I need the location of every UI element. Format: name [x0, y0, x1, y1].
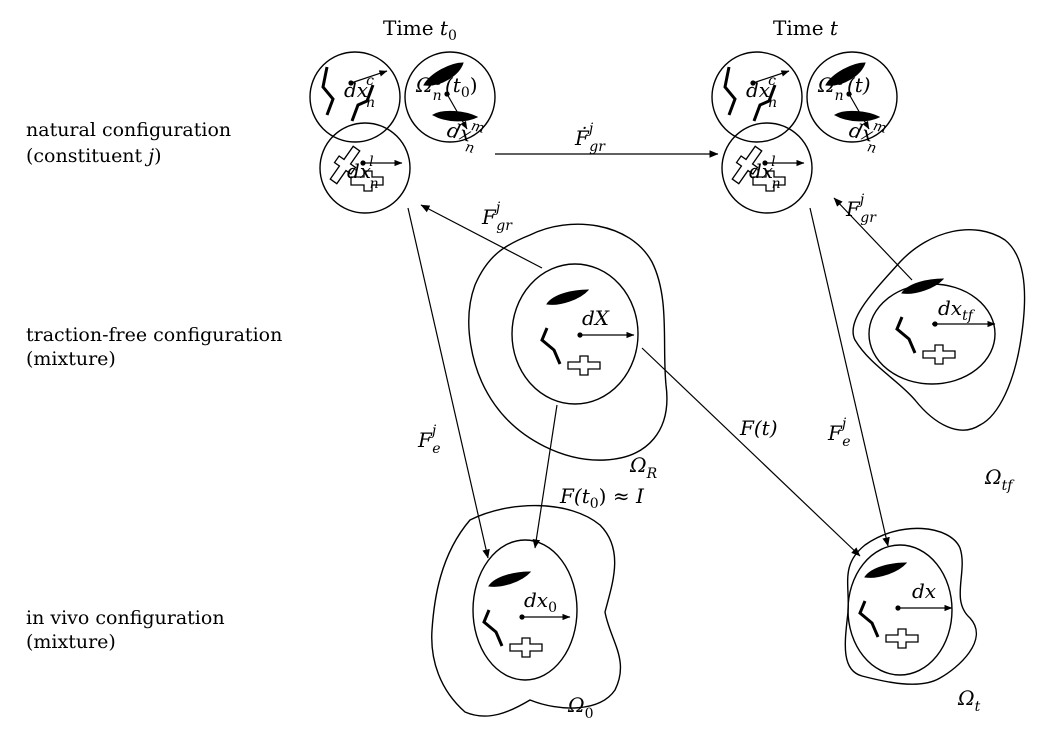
label-omega-t: Ωt: [957, 686, 981, 715]
label-dx-m-t0: dxmn: [443, 113, 487, 158]
invivo-tissue-t: [858, 561, 920, 650]
invivo-tissue-t0-circle: [472, 539, 578, 681]
tf-tissue-circle: [868, 283, 996, 385]
label-F-t: F(t): [739, 416, 778, 440]
svg-text:(mixture): (mixture): [26, 631, 116, 653]
arrow-F-t: [641, 347, 861, 557]
svg-text:(constituent j): (constituent j): [26, 145, 162, 167]
arrow-F-gr-t: [833, 197, 913, 281]
arrow-F-gr-t0: [420, 204, 543, 269]
header-time-t: Time t: [773, 16, 839, 40]
tf-tissue: [895, 277, 957, 366]
label-dX: dX: [582, 306, 610, 330]
omega-0-region: [431, 504, 622, 717]
svg-text:(mixture): (mixture): [26, 348, 116, 370]
reference-tissue-circle: [511, 263, 639, 405]
invivo-tissue-t0: [482, 570, 544, 659]
label-omega-n-t: Ωnj(t): [817, 70, 871, 104]
label-dx-m-t: dxmn: [845, 113, 889, 158]
label-omega-n-t0: Ωnj(t0): [415, 70, 478, 104]
svg-text:traction-free configuration: traction-free configuration: [26, 324, 282, 346]
svg-text:natural configuration: natural configuration: [26, 119, 231, 141]
svg-text:in vivo configuration: in vivo configuration: [26, 607, 225, 629]
row-label-traction-free: traction-free configuration (mixture): [26, 324, 282, 370]
reference-tissue: [540, 288, 602, 377]
label-omega-tf: Ωtf: [984, 465, 1015, 494]
label-omega-0: Ω0: [567, 693, 594, 722]
label-omega-R: ΩR: [629, 453, 658, 482]
header-time-t0: Time t0: [383, 16, 457, 44]
omega-tf-region: [852, 229, 1026, 431]
label-dx0: dx0: [524, 588, 557, 616]
arrow-F-e-t: [809, 207, 890, 547]
row-label-in-vivo: in vivo configuration (mixture): [26, 607, 225, 653]
label-F-t0: F(t0) ≈ I: [559, 484, 645, 512]
row-label-natural: natural configuration (constituent j): [26, 119, 231, 167]
label-dx-tf: dxtf: [938, 296, 976, 324]
label-dx: dx: [912, 579, 936, 603]
omega-t-region: [844, 527, 977, 685]
arrow-F-t0: [532, 404, 558, 549]
arrow-F-e-t0: [407, 207, 490, 559]
omega-R-region: [468, 223, 668, 461]
